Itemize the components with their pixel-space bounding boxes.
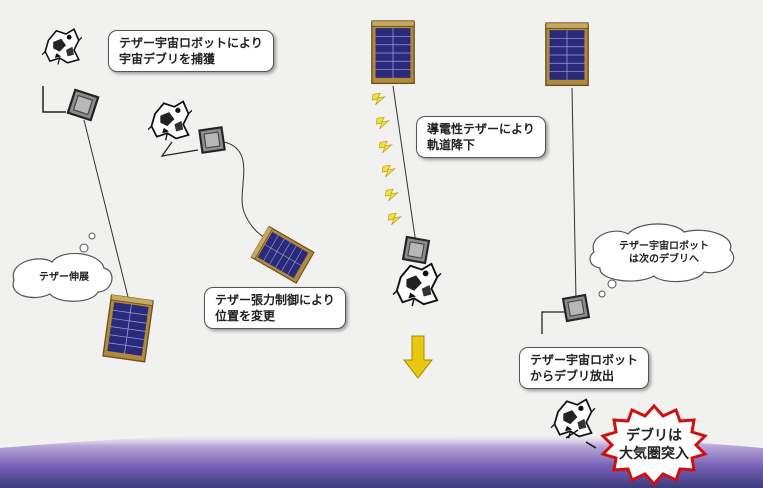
tether-extend-label: テザー伸展 bbox=[39, 272, 89, 283]
robot-arm bbox=[160, 141, 199, 157]
capture-line-2: 宇宙デブリを捕獲 bbox=[119, 52, 216, 66]
satellite-icon bbox=[371, 20, 415, 85]
robot-arm bbox=[541, 311, 566, 334]
tension-line-2: 位置を変更 bbox=[215, 309, 276, 323]
reentry-line-1: デブリは bbox=[626, 428, 682, 444]
lightning-icon bbox=[376, 116, 390, 130]
release-callout: テザー宇宙ロボット からデブリ放出 bbox=[519, 347, 650, 389]
lightning-icon bbox=[379, 140, 393, 154]
thought-cloud bbox=[12, 252, 113, 302]
robot-arm bbox=[42, 86, 66, 113]
atmosphere-band bbox=[0, 431, 763, 488]
debris-icon bbox=[42, 28, 82, 66]
tether-robot-icon bbox=[66, 88, 100, 122]
tether-line bbox=[392, 85, 417, 245]
capture-callout: テザー宇宙ロボットにより 宇宙デブリを捕獲 bbox=[108, 30, 274, 72]
debris-icon bbox=[148, 100, 192, 142]
tether-robot-icon bbox=[198, 126, 226, 154]
scene-release bbox=[541, 22, 735, 487]
tension-callout: テザー張力制御により 位置を変更 bbox=[204, 287, 346, 329]
reentry-label: デブリは 大気圏突入 bbox=[614, 427, 694, 463]
next-debris-label: テザー宇宙ロボット は次のデブリへ bbox=[612, 240, 716, 266]
deorbit-line-1: 導電性テザーにより bbox=[427, 122, 535, 136]
satellite-icon bbox=[102, 294, 154, 363]
lightning-icon bbox=[372, 92, 386, 106]
next-debris-line-1: テザー宇宙ロボット bbox=[619, 241, 709, 252]
satellite-icon bbox=[545, 22, 589, 87]
next-debris-line-2: は次のデブリへ bbox=[629, 254, 699, 265]
scene-tension-control bbox=[148, 100, 315, 284]
tether-line bbox=[223, 141, 275, 243]
reentry-burst bbox=[600, 403, 708, 487]
down-arrow-icon bbox=[402, 335, 434, 379]
release-line-2: からデブリ放出 bbox=[530, 369, 615, 383]
debris-icon bbox=[392, 262, 442, 308]
lightning-icon bbox=[385, 188, 399, 202]
deorbit-callout: 導電性テザーにより 軌道降下 bbox=[416, 116, 546, 158]
lightning-icon bbox=[382, 164, 396, 178]
reentry-line-2: 大気圏突入 bbox=[619, 446, 689, 462]
tether-robot-icon bbox=[561, 293, 591, 323]
tether-line bbox=[571, 87, 577, 301]
scene-capture bbox=[12, 28, 154, 363]
capture-line-1: テザー宇宙ロボットにより bbox=[119, 36, 263, 50]
scene-deorbit bbox=[371, 20, 442, 379]
deorbit-line-2: 軌道降下 bbox=[427, 138, 476, 152]
tether-line bbox=[83, 119, 131, 306]
tether-robot-icon bbox=[401, 235, 431, 265]
release-line-1: テザー宇宙ロボット bbox=[530, 353, 639, 367]
thought-cloud bbox=[589, 223, 735, 283]
lightning-icon bbox=[388, 212, 402, 226]
tension-line-1: テザー張力制御により bbox=[215, 293, 335, 307]
